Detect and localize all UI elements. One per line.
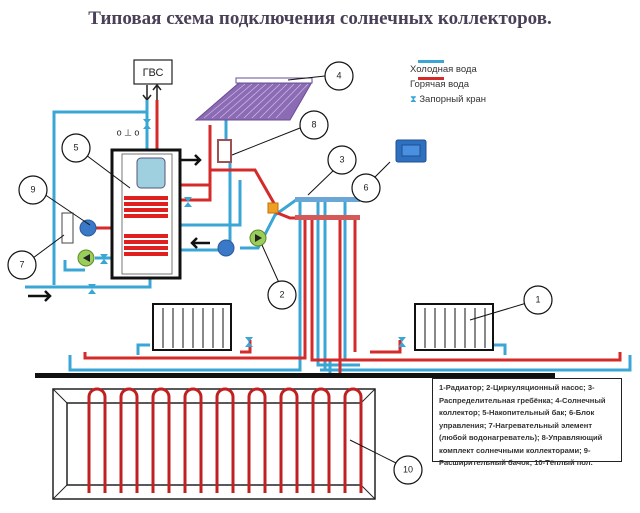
callout-lines bbox=[32, 75, 531, 466]
callout-3 bbox=[327, 145, 357, 175]
underfloor-heating bbox=[52, 387, 376, 500]
legend-hot-label: Горячая вода bbox=[410, 79, 469, 90]
arrow-down-icon bbox=[142, 85, 152, 102]
legend-cold: Холодная вода bbox=[410, 60, 486, 77]
callout-10-label: 10 bbox=[403, 464, 413, 474]
radiator-left bbox=[152, 303, 232, 351]
callout-4 bbox=[324, 61, 354, 91]
floor-line bbox=[35, 373, 555, 378]
dhw-box bbox=[133, 59, 173, 85]
hot-swatch bbox=[418, 77, 444, 80]
arrow-up-icon bbox=[152, 83, 162, 100]
cold-swatch bbox=[418, 60, 444, 63]
manifold-hot bbox=[295, 215, 360, 220]
solar-collector bbox=[194, 77, 313, 121]
expansion-tank bbox=[79, 219, 97, 237]
control-kit bbox=[217, 139, 232, 163]
arrow-right-icon bbox=[181, 154, 202, 166]
dhw-label: ГВС bbox=[143, 67, 164, 79]
callout-1-label: 1 bbox=[535, 294, 540, 304]
manifold-cold bbox=[295, 197, 360, 202]
callout-5 bbox=[61, 133, 91, 163]
heating-element bbox=[61, 212, 74, 244]
storage-tank bbox=[110, 148, 182, 280]
callout-6-label: 6 bbox=[363, 182, 368, 192]
legend-cold-label: Холодная вода bbox=[410, 64, 477, 75]
legend-valve-label: Запорный кран bbox=[419, 94, 487, 105]
shutoff-valve-icon: ⧗ bbox=[410, 94, 417, 105]
callout-9 bbox=[18, 175, 48, 205]
shutoff-valve-icons bbox=[88, 119, 406, 347]
arrow-inlet-icon bbox=[28, 290, 52, 302]
legend-hot: Горячая вода bbox=[410, 77, 486, 92]
callout-6 bbox=[351, 173, 381, 203]
hot-pipes bbox=[83, 100, 622, 378]
caption-box: 1-Радиатор; 2-Циркуляционный насос; 3-Ра… bbox=[432, 378, 622, 467]
legend: Холодная вода Горячая вода ⧗ Запорный кр… bbox=[410, 60, 486, 107]
three-way-valve bbox=[267, 202, 279, 214]
callout-9-label: 9 bbox=[30, 184, 35, 194]
diagram-title: Типовая схема подключения солнечных колл… bbox=[88, 8, 552, 29]
callout-4-label: 4 bbox=[336, 70, 341, 80]
callout-8 bbox=[299, 110, 329, 140]
callout-10 bbox=[393, 455, 423, 485]
callout-2-label: 2 bbox=[279, 289, 284, 299]
legend-valve: ⧗ Запорный кран bbox=[410, 92, 486, 107]
tank-thermometer-label: o ⊥ o bbox=[117, 127, 140, 137]
expansion-tank-2 bbox=[217, 239, 235, 257]
callout-8-label: 8 bbox=[311, 119, 316, 129]
callout-2 bbox=[267, 280, 297, 310]
callout-5-label: 5 bbox=[73, 142, 78, 152]
arrow-left-icon bbox=[190, 237, 210, 249]
callout-7-label: 7 bbox=[19, 259, 24, 269]
callout-1 bbox=[523, 285, 553, 315]
radiator-right bbox=[414, 303, 494, 351]
callout-3-label: 3 bbox=[339, 154, 344, 164]
callout-7 bbox=[7, 250, 37, 280]
